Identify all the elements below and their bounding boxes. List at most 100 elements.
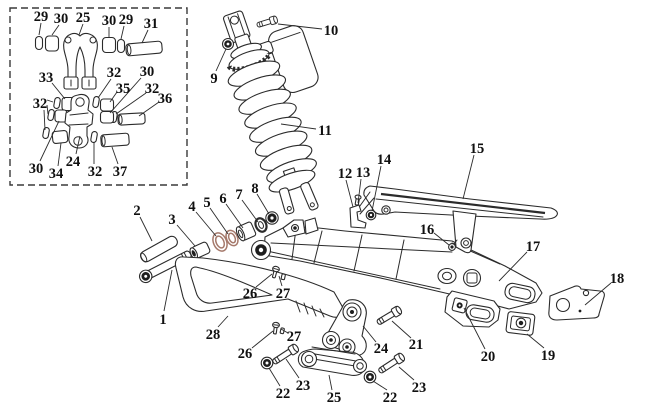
- inset-box: [9, 7, 188, 186]
- callout-16-32: 32: [88, 164, 103, 180]
- shock-spring: [227, 60, 317, 184]
- bolt-23-right: [378, 352, 406, 374]
- shock-bottom-clevis: [268, 169, 319, 215]
- pivot-tube-2: [140, 235, 178, 263]
- leader-line-48-7: [241, 199, 259, 223]
- chain-adjuster-19: [505, 311, 536, 336]
- leader-line-36-23: [398, 366, 415, 381]
- leader-line-25-16: [433, 232, 450, 246]
- leader-line-26-17: [498, 251, 528, 282]
- leader-line-1-30: [51, 24, 60, 36]
- callout-8-30: 30: [140, 64, 155, 80]
- callout-41-28: 28: [206, 327, 221, 343]
- swingarm-17: [250, 217, 543, 328]
- callout-14-34: 34: [49, 166, 64, 182]
- callout-30-21: 21: [409, 337, 424, 353]
- callout-7-32: 32: [107, 65, 122, 81]
- chain-guard-15: [356, 185, 558, 254]
- leader-line-30-21: [391, 320, 412, 339]
- bushing-3: [189, 241, 211, 260]
- callout-5-31: 31: [144, 16, 159, 32]
- leader-line-11-36: [138, 101, 160, 117]
- bolt-23-left: [272, 343, 300, 365]
- callout-12-32: 32: [33, 96, 48, 112]
- callout-19-10: 10: [324, 23, 339, 39]
- leader-line-42-1: [163, 269, 173, 312]
- leader-line-47-6: [225, 203, 244, 229]
- callout-23-14: 14: [377, 152, 392, 168]
- leader-line-12-32: [46, 99, 54, 103]
- leader-line-27-18: [584, 282, 612, 306]
- leader-line-8-30: [109, 77, 142, 114]
- swingarm-hole-oval: [437, 267, 457, 285]
- callout-33-22: 22: [276, 386, 291, 402]
- leader-line-37-26: [255, 273, 273, 288]
- callout-36-23: 23: [412, 380, 427, 396]
- axle-adjuster-block-20: [451, 297, 468, 314]
- leader-line-9-35: [109, 91, 118, 103]
- washer-7: [254, 217, 268, 233]
- inset-bushing-29-left: [34, 35, 44, 51]
- leader-line-41-28: [217, 315, 229, 328]
- callout-18-9: 9: [210, 71, 217, 87]
- callout-3-30: 30: [102, 13, 117, 29]
- chain-slider-28: [174, 256, 344, 318]
- leader-line-7-32: [97, 78, 112, 99]
- callout-11-36: 36: [158, 91, 173, 107]
- leader-line-39-26: [251, 330, 274, 349]
- callout-28-19: 19: [541, 348, 556, 364]
- inset-rocker-24: [64, 93, 94, 149]
- swingarm-hole-round: [462, 268, 482, 288]
- leader-line-46-5: [209, 207, 229, 235]
- shock-absorber-11: [222, 10, 319, 215]
- leader-line-17-37: [111, 146, 119, 165]
- leader-line-6-33: [51, 82, 66, 100]
- leader-line-44-3: [176, 224, 196, 247]
- callout-49-8: 8: [251, 181, 258, 197]
- callout-13-30: 30: [29, 161, 44, 177]
- nut-8: [265, 211, 279, 225]
- inset-pins-32: [42, 95, 118, 144]
- pivot-parts: [138, 211, 279, 284]
- inset-box-border: [9, 7, 188, 186]
- callout-27-18: 18: [610, 271, 625, 287]
- leader-line-43-2: [139, 216, 153, 242]
- nut-9: [221, 37, 235, 51]
- nut-14: [365, 209, 377, 221]
- callout-24-15: 15: [470, 141, 485, 157]
- leader-line-20-11: [280, 123, 317, 130]
- leader-line-32-25: [328, 374, 333, 391]
- swingarm-shock-mount-tabs: [282, 217, 319, 238]
- inset-bushing-34: [51, 129, 69, 145]
- callout-42-1: 1: [159, 312, 166, 328]
- inset-bushing-35: [99, 98, 115, 112]
- callout-38-27: 27: [276, 286, 291, 302]
- bracket-18: [548, 285, 605, 321]
- callout-37-26: 26: [243, 286, 258, 302]
- oring-5: [225, 229, 239, 247]
- leader-line-34-23: [285, 358, 300, 379]
- leader-line-23-14: [371, 165, 382, 212]
- callout-25-16: 16: [420, 222, 435, 238]
- inset-bushing-30-right: [101, 36, 117, 54]
- leader-line-12-32: [46, 104, 49, 115]
- callout-44-3: 3: [168, 212, 175, 228]
- swingarm-axle-slot-near: [465, 304, 495, 323]
- callout-29-20: 20: [481, 349, 496, 365]
- callout-15-24: 24: [66, 154, 81, 170]
- leader-line-22-13: [357, 178, 362, 204]
- swingarm-body: [263, 226, 543, 310]
- shock-absorber-assembly: [221, 10, 319, 215]
- leader-line-29-20: [463, 307, 486, 350]
- callout-46-5: 5: [203, 195, 210, 211]
- callout-31-24: 24: [374, 341, 389, 357]
- nut-22-right: [363, 370, 377, 384]
- callout-48-7: 7: [235, 187, 242, 203]
- callout-22-13: 13: [356, 165, 371, 181]
- callout-47-6: 6: [219, 191, 226, 207]
- callout-32-25: 25: [327, 390, 342, 406]
- leader-line-45-4: [195, 211, 217, 237]
